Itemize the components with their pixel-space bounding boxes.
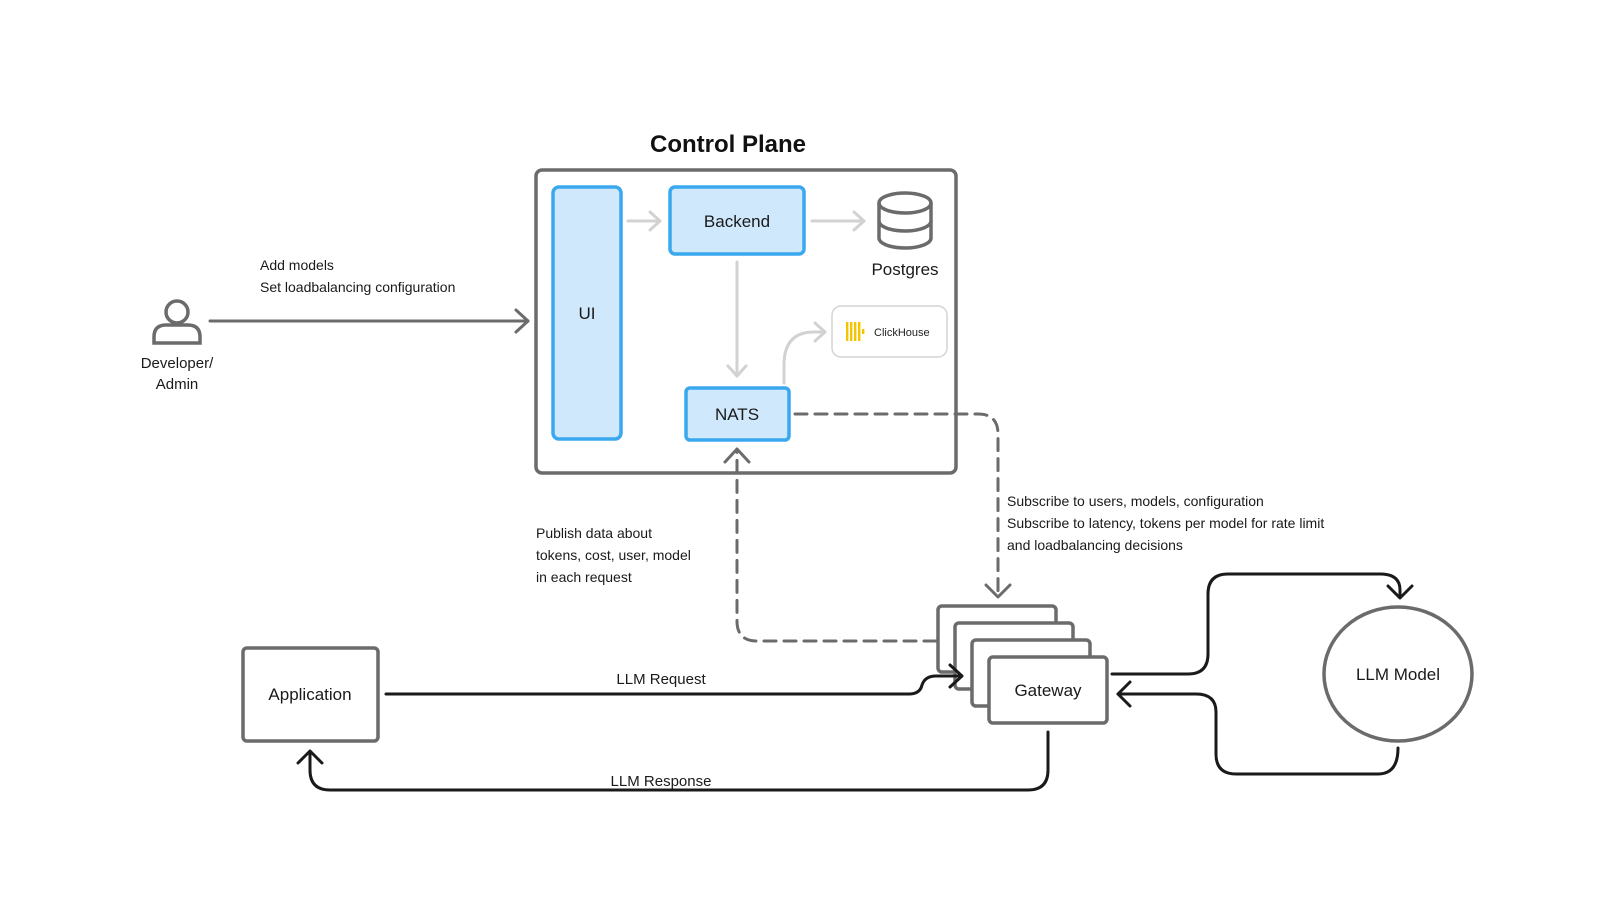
llm-request-arrow [384,663,964,696]
backend-node: Backend [668,185,806,256]
backend-to-nats-arrow [726,260,748,378]
nats-to-clickhouse-arrow [782,321,827,385]
clickhouse-logo-icon [846,322,865,341]
gateway-to-llm-arrow [1110,572,1414,676]
llm-model-label: LLM Model [1356,665,1440,684]
ui-node: UI [551,185,623,441]
publish-label-line2: tokens, cost, user, model [536,547,691,563]
nats-to-gateway-dashed-arrow [793,412,1012,599]
database-icon [877,191,933,250]
subscribe-label-line1: Subscribe to users, models, configuratio… [1007,493,1264,509]
llm-response-label: LLM Response [611,773,712,790]
llm-response-arrow [296,730,1050,792]
backend-to-postgres-arrow [810,210,866,232]
ui-label: UI [579,304,596,323]
llm-model-node: LLM Model [1322,605,1474,743]
clickhouse-label: ClickHouse [874,327,930,339]
clickhouse-node: ClickHouse [831,305,948,358]
developer-edge-label-line1: Add models [260,257,334,273]
developer-to-ui-arrow [208,308,530,334]
llm-request-label: LLM Request [616,671,706,688]
backend-label: Backend [704,212,770,231]
application-label: Application [268,685,351,704]
postgres-label: Postgres [871,260,938,279]
person-icon [152,299,202,345]
nats-label: NATS [715,405,759,424]
gateway-label: Gateway [1014,681,1082,700]
developer-edge-label-line2: Set loadbalancing configuration [260,279,455,295]
developer-label-line1: Developer/ [141,355,214,372]
control-plane-title: Control Plane [650,131,806,158]
subscribe-label-line2: Subscribe to latency, tokens per model f… [1007,515,1324,531]
control-plane-frame [534,168,958,475]
ui-to-backend-arrow [626,210,662,232]
application-node: Application [241,646,380,743]
llm-to-gateway-arrow [1116,680,1400,776]
publish-label-line3: in each request [536,569,632,585]
nats-node: NATS [684,386,791,442]
gateway-node [936,604,1109,725]
gateway-to-nats-dashed-arrow [723,447,938,643]
developer-label-line2: Admin [156,376,199,393]
subscribe-label-line3: and loadbalancing decisions [1007,537,1183,553]
publish-label-line1: Publish data about [536,525,652,541]
